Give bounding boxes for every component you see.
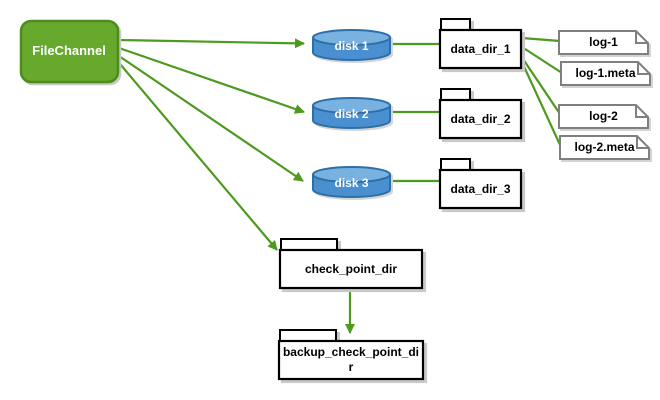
log-2-shape	[558, 104, 649, 129]
line-data-dir-1-to-log-1	[521, 36, 561, 43]
line-data-dir-1-to-log-1-meta	[521, 46, 563, 74]
data-dir-2-shape	[438, 88, 523, 140]
line-data-dir-1-to-log-2	[520, 55, 561, 115]
check-point-dir-shape	[278, 238, 424, 290]
arrow-filechannel-to-disk-3	[118, 55, 304, 182]
arrow-filechannel-to-disk-1	[118, 38, 305, 49]
data-dir-3-shape	[438, 158, 523, 210]
arrow-filechannel-to-disk-2	[118, 46, 305, 114]
log-1-shape	[558, 30, 649, 55]
backup-check-point-dir-shape	[277, 329, 425, 381]
filechannel-node-shape	[19, 19, 120, 84]
disk-2-shape	[312, 97, 391, 129]
log-2-meta-shape	[559, 135, 650, 160]
log-1-meta-shape	[560, 61, 651, 86]
line-data-dir-1-to-log-2-meta	[520, 59, 562, 148]
disk-1-shape	[312, 29, 391, 61]
data-dir-1-shape	[438, 18, 523, 70]
disk-3-shape	[312, 166, 391, 198]
arrow-filechannel-to-checkpoint	[119, 63, 278, 251]
